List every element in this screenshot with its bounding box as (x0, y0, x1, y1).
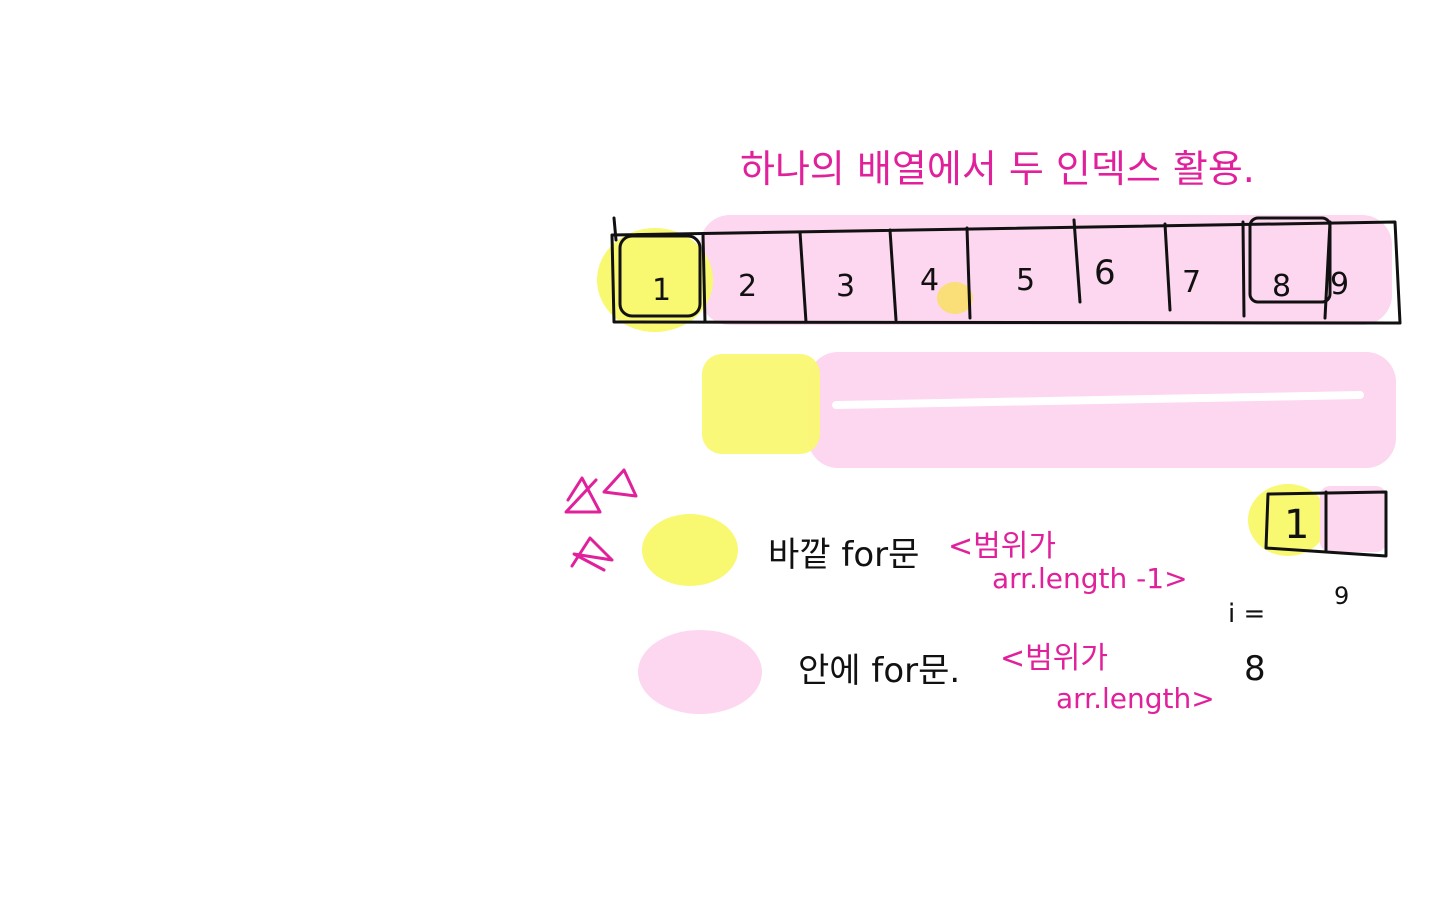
index-i-value: 9 (1334, 582, 1349, 610)
array-pink-highlight (700, 215, 1392, 325)
outer-loop-range-open: <범위가 (948, 529, 1056, 564)
outer-loop-swatch (642, 514, 738, 586)
index-extra-value: 8 (1244, 649, 1266, 689)
loop-range-bars (702, 352, 1396, 468)
array-yellow-highlight (597, 228, 713, 332)
array-cell: 6 (1094, 253, 1116, 293)
outer-loop-range-value: arr.length -1> (992, 562, 1188, 595)
array-box (610, 216, 1402, 325)
array-cell: 1 (652, 273, 671, 308)
inner-loop-swatch (638, 630, 762, 714)
array-cell: 3 (836, 269, 855, 304)
outer-loop-range-block (702, 354, 820, 454)
array-cell: 2 (738, 269, 757, 304)
inner-loop-label: 안에 for문. (798, 651, 960, 691)
array-cell: 4 (920, 263, 939, 298)
inner-loop-range-value: arr.length> (1056, 682, 1215, 715)
page-title: 하나의 배열에서 두 인덱스 활용. (740, 147, 1255, 191)
side-cell-value: 1 (1284, 502, 1309, 548)
array-cell: 7 (1182, 265, 1201, 300)
inner-loop-range-open: <범위가 (1000, 641, 1108, 676)
star-icon (570, 536, 614, 572)
cell4-yellow-dot (937, 282, 973, 314)
star-icon (564, 476, 602, 514)
array-cell: 8 (1272, 269, 1291, 304)
importance-stars (564, 468, 638, 572)
side-cell-pink-highlight (1320, 486, 1386, 552)
array-values: 1 2 3 4 5 6 7 8 9 (652, 253, 1349, 308)
inner-loop-range-bar (808, 352, 1396, 468)
array-cell: 9 (1330, 267, 1349, 302)
index-i-label: i = (1228, 599, 1265, 629)
star-icon (602, 468, 638, 498)
outer-loop-label: 바깥 for문 (768, 535, 919, 575)
side-note-cell: 1 (1248, 484, 1388, 558)
array-cell: 5 (1016, 263, 1035, 298)
array-highlights (597, 215, 1392, 332)
